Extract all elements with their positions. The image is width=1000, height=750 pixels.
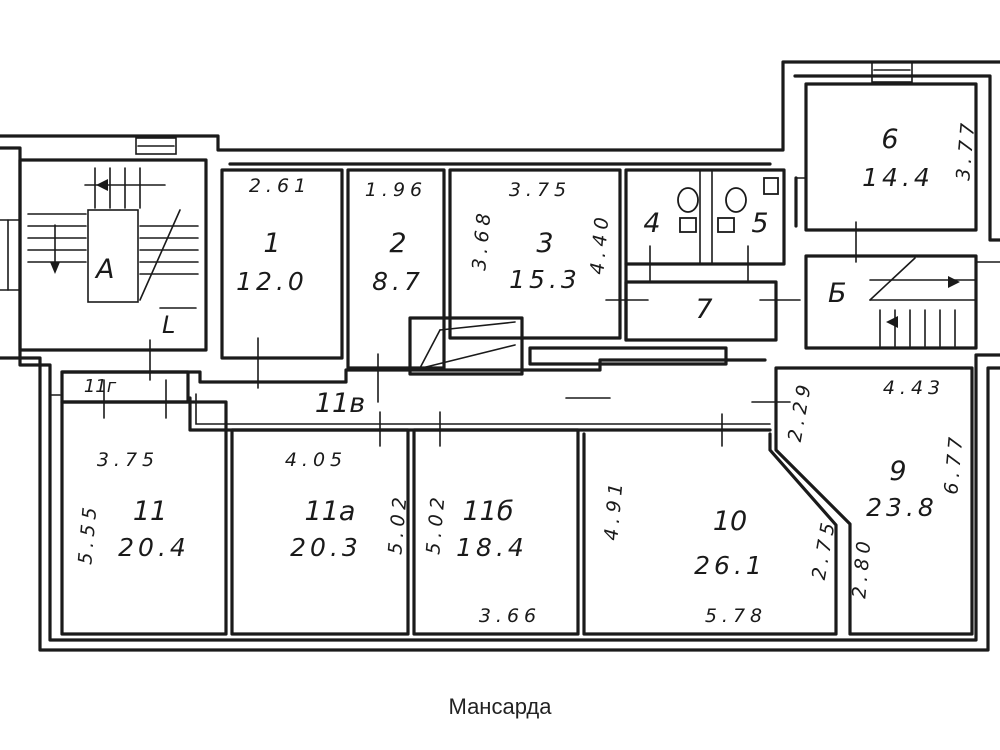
dim-r11-left: 5.55 <box>74 501 101 565</box>
room-11g-number: 11г <box>84 376 117 397</box>
dim-r11a-right: 5.02 <box>384 491 411 555</box>
stair-a: А L <box>0 137 208 352</box>
room-labels: 1 12.0 2 8.7 3 15.3 4 5 6 14.4 7 9 23.8 … <box>84 124 938 580</box>
arrow-down-icon <box>50 262 60 274</box>
dim-r2-top: 1.96 <box>365 179 427 201</box>
corridor <box>60 358 772 432</box>
dim-r6-right: 3.77 <box>952 117 979 181</box>
room-5-number: 5 <box>751 208 768 239</box>
dim-r11a-top: 4.05 <box>285 449 347 471</box>
room-11a-area: 20.3 <box>290 533 362 562</box>
stair-treads-b <box>869 257 1000 347</box>
room-11v-number: 11в <box>315 388 365 419</box>
stair-treads <box>27 167 199 301</box>
room-3-area: 15.3 <box>509 265 581 294</box>
outer-walls <box>0 60 1000 652</box>
room-1-number: 1 <box>263 228 280 259</box>
room-11-area: 20.4 <box>118 533 190 562</box>
arrow-left-icon <box>96 179 108 191</box>
north-rooms <box>220 168 786 376</box>
room-10-number: 10 <box>713 506 747 537</box>
room-10-area: 26.1 <box>694 551 766 580</box>
dim-r9-mid: 2.80 <box>848 535 875 599</box>
room-11b-number: 11б <box>462 496 513 527</box>
dim-r11-top: 3.75 <box>97 449 159 471</box>
room-9-area: 23.8 <box>866 493 938 522</box>
arrow-right-icon <box>948 276 960 288</box>
room-2-number: 2 <box>389 228 406 259</box>
room-1-area: 12.0 <box>236 267 308 296</box>
room-4-number: 4 <box>643 208 660 239</box>
dim-r3-right: 4.40 <box>586 211 613 275</box>
door-marks <box>103 221 857 447</box>
dim-r11b-bottom: 3.66 <box>479 605 541 627</box>
dim-r3-left: 3.68 <box>468 207 495 271</box>
room-11b-area: 18.4 <box>456 533 528 562</box>
room-9-number: 9 <box>889 456 906 487</box>
room-7-number: 7 <box>695 294 712 325</box>
dim-r1-top: 2.61 <box>249 175 311 197</box>
east-block: Б <box>794 61 1000 350</box>
dim-r9-left: 2.29 <box>784 378 816 443</box>
dim-r11b-left: 5.02 <box>422 491 449 555</box>
dim-r9-right: 6.77 <box>940 431 967 495</box>
room-6-area: 14.4 <box>862 163 934 192</box>
dimension-labels: 2.61 1.96 3.75 3.68 4.40 3.77 4.43 2.29 … <box>74 117 979 627</box>
stair-mark: L <box>162 311 175 339</box>
dim-r3-top: 3.75 <box>509 179 571 201</box>
room-11a-number: 11а <box>305 496 356 527</box>
dim-r10-bottom: 5.78 <box>705 605 767 627</box>
room-2-area: 8.7 <box>372 267 424 296</box>
stair-b-label: Б <box>828 278 847 309</box>
room-6-number: 6 <box>881 124 898 155</box>
stair-a-label: А <box>94 254 114 285</box>
dim-r10-left: 4.91 <box>600 477 627 541</box>
south-rooms <box>60 366 974 636</box>
room-11-number: 11 <box>133 496 167 527</box>
arrow-left-icon-2 <box>886 316 898 328</box>
dim-r9-top: 4.43 <box>883 377 945 399</box>
plan-caption: Мансарда <box>448 694 552 719</box>
room-3-number: 3 <box>536 228 553 259</box>
